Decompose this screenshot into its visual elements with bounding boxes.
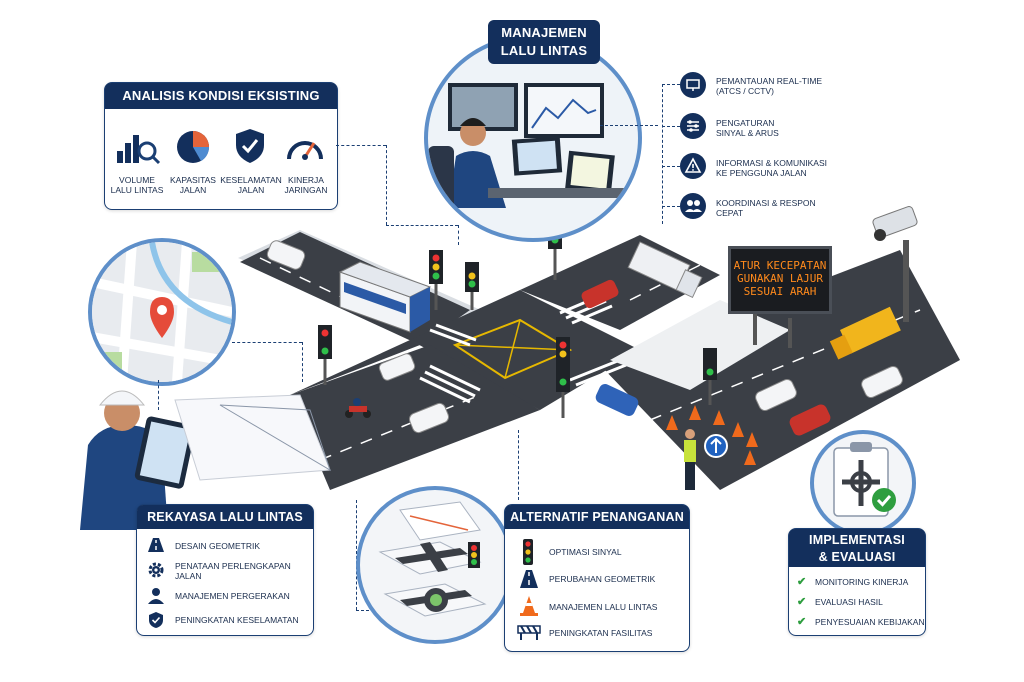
speedometer-icon	[285, 131, 325, 165]
red-car	[581, 279, 619, 309]
intersection-center	[410, 290, 640, 410]
alternatif-panel: ALTERNATIF PENANGANAN OPTIMASI SINYAL PE…	[504, 504, 690, 652]
shield-check-icon	[233, 127, 267, 165]
vms-line2: GUNAKAN LAJUR	[736, 272, 824, 285]
white-car-mid	[378, 353, 416, 381]
sliders-icon	[680, 113, 706, 139]
traffic-light-icon	[521, 539, 535, 565]
road-icon-2	[519, 569, 539, 589]
clipboard-circle	[810, 430, 916, 536]
traffic-officer	[684, 429, 696, 490]
gear-icon	[147, 561, 165, 579]
white-car-east	[755, 378, 797, 412]
road-west-arm	[290, 340, 420, 395]
alternatif-item-3-label: MANAJEMEN LALU LINTAS	[549, 602, 658, 612]
bar-chart-magnifier-icon	[115, 131, 161, 165]
manajemen-circle	[424, 34, 642, 242]
vms-line1: ATUR KECEPATAN	[733, 259, 827, 272]
rekayasa-title: REKAYASA LALU LINTAS	[137, 505, 313, 529]
engineer-with-tablet	[80, 390, 196, 530]
implementasi-panel: IMPLEMENTASI & EVALUASI ✔ MONITORING KIN…	[788, 528, 926, 636]
implementasi-item-2-label: EVALUASI HASIL	[815, 597, 883, 607]
implementasi-title: IMPLEMENTASI & EVALUASI	[789, 529, 925, 567]
alternatif-title: ALTERNATIF PENANGANAN	[505, 505, 689, 529]
white-car-far	[861, 365, 903, 399]
people-icon	[680, 193, 706, 219]
road-icon	[147, 537, 165, 553]
bus	[338, 261, 432, 333]
alternatif-item-4-label: PENINGKATAN FASILITAS	[549, 628, 653, 638]
check-icon-2: ✔	[797, 596, 807, 608]
implementasi-title-line2: & EVALUASI	[818, 550, 896, 564]
implementasi-item-3-label: PENYESUAIAN KEBIJAKAN	[815, 617, 925, 627]
blue-car	[595, 384, 639, 416]
pie-chart-icon	[175, 129, 211, 165]
manajemen-title-line1: MANAJEMEN	[501, 25, 587, 40]
truck-yellow	[829, 306, 901, 360]
map-circle	[88, 238, 236, 386]
design-layers-circle	[356, 486, 514, 644]
truck-white	[627, 241, 703, 299]
rekayasa-item-1-label: DESAIN GEOMETRIK	[175, 541, 261, 551]
white-car-low	[408, 402, 450, 434]
cctv-camera	[872, 206, 918, 241]
shield-icon	[147, 611, 165, 629]
red-car-east	[789, 404, 831, 436]
person-icon	[147, 587, 165, 605]
motorcycle	[345, 398, 371, 418]
rekayasa-item-3-label: MANAJEMEN PERGERAKAN	[175, 591, 290, 601]
check-icon-1: ✔	[797, 576, 807, 588]
rekayasa-panel: REKAYASA LALU LINTAS DESAIN GEOMETRIK PE…	[136, 504, 314, 636]
manajemen-title-line2: LALU LINTAS	[500, 43, 588, 58]
variable-message-sign: ATUR KECEPATAN GUNAKAN LAJUR SESUAI ARAH	[728, 246, 832, 314]
traffic-cone-icon	[519, 595, 539, 617]
barrier-icon	[517, 623, 541, 641]
warning-icon	[680, 153, 706, 179]
feature-1-label: PEMANTAUAN REAL-TIME(ATCS / CCTV)	[716, 76, 823, 96]
vms-line3: SESUAI ARAH	[743, 285, 817, 298]
check-icon-3: ✔	[797, 616, 807, 628]
features-list: PEMANTAUAN REAL-TIME(ATCS / CCTV) PENGAT…	[658, 70, 858, 230]
alternatif-item-1-label: OPTIMASI SINYAL	[549, 547, 622, 557]
white-car-top	[266, 240, 306, 270]
implementasi-item-1-label: MONITORING KINERJA	[815, 577, 909, 587]
analisis-title: ANALISIS KONDISI EKSISTING	[105, 83, 337, 109]
monitor-icon	[680, 72, 706, 98]
alternatif-item-2-label: PERUBAHAN GEOMETRIK	[549, 574, 656, 584]
implementasi-title-line1: IMPLEMENTASI	[809, 533, 905, 547]
rekayasa-item-4-label: PENINGKATAN KESELAMATAN	[175, 615, 299, 625]
manajemen-title: MANAJEMEN LALU LINTAS	[488, 20, 600, 64]
